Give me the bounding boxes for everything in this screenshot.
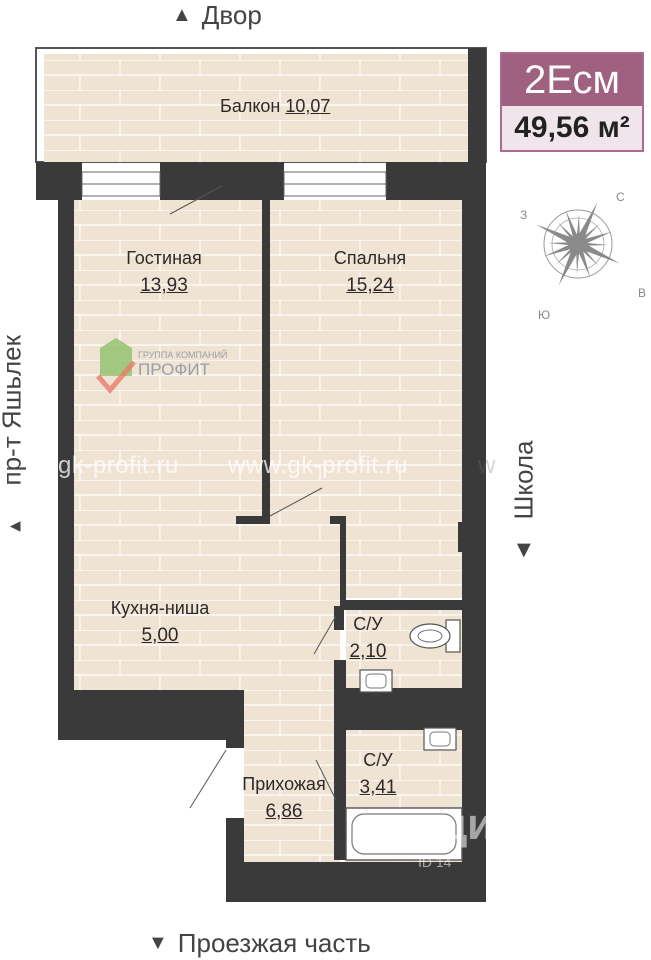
room-balcony-name: Балкон bbox=[220, 96, 281, 116]
compass-north: С bbox=[616, 190, 625, 204]
room-bedroom-area: 15,24 bbox=[346, 275, 394, 296]
apartment-type: 2Есм bbox=[502, 54, 642, 106]
cian-watermark: циан bbox=[440, 800, 546, 849]
direction-bottom-label: Проезжая часть bbox=[177, 928, 371, 958]
arrow-up-icon: ▲ bbox=[172, 4, 192, 26]
room-balcony-area: 10,07 bbox=[285, 96, 331, 116]
room-living-name: Гостиная bbox=[126, 248, 202, 268]
living-kitchen-floor bbox=[74, 200, 268, 690]
room-bath1-name: С/У bbox=[353, 614, 383, 634]
apartment-total-area: 49,56 м² bbox=[502, 106, 642, 150]
room-kitchen: Кухня-ниша 5,00 bbox=[90, 598, 230, 647]
watermark-right: w bbox=[478, 452, 496, 479]
toilet-icon bbox=[409, 619, 461, 653]
sink-icon bbox=[359, 669, 393, 693]
cian-id: ID 14 bbox=[418, 854, 452, 870]
walls bbox=[36, 162, 486, 902]
compass-east: В bbox=[638, 286, 647, 300]
room-hall-name: Прихожая bbox=[242, 774, 326, 794]
arrow-down-icon: ▼ bbox=[148, 932, 168, 954]
room-bath2-name: С/У bbox=[363, 750, 393, 770]
room-living: Гостиная 13,93 bbox=[104, 248, 224, 297]
corridor-floor bbox=[244, 522, 340, 862]
apartment-badge: 2Есм 49,56 м² bbox=[500, 52, 644, 152]
bedroom-lower-floor bbox=[346, 522, 462, 598]
room-hall-area: 6,86 bbox=[265, 801, 303, 822]
door-lines bbox=[169, 185, 337, 809]
compass-west: З bbox=[520, 208, 528, 222]
direction-bottom: ▼ Проезжая часть bbox=[148, 928, 371, 959]
profit-logo-icon bbox=[96, 338, 136, 394]
room-bath2: С/У 3,41 bbox=[352, 750, 404, 799]
room-bedroom: Спальня 15,24 bbox=[310, 248, 430, 297]
compass-south: Ю bbox=[538, 308, 551, 322]
bathtub-icon bbox=[345, 807, 463, 861]
direction-top-label: Двор bbox=[201, 0, 262, 30]
room-bath2-area: 3,41 bbox=[359, 777, 397, 798]
sink-icon-2 bbox=[423, 727, 457, 751]
logo-line1: ГРУППА КОМПАНИЙ bbox=[138, 350, 228, 360]
room-hall: Прихожая 6,86 bbox=[226, 774, 342, 823]
windows bbox=[81, 171, 387, 197]
logo-line2: ПРОФИТ bbox=[138, 360, 210, 379]
balcony-area bbox=[35, 47, 487, 202]
room-kitchen-name: Кухня-ниша bbox=[110, 598, 210, 618]
room-balcony: Балкон 10,07 bbox=[220, 96, 330, 117]
direction-top: ▲ Двор bbox=[172, 0, 262, 31]
compass-rose-icon bbox=[536, 202, 620, 286]
room-bedroom-name: Спальня bbox=[333, 248, 407, 268]
room-bath1: С/У 2,10 bbox=[342, 614, 394, 663]
watermark-left: gk-profit.ru bbox=[58, 452, 179, 479]
bedroom-floor bbox=[270, 200, 462, 522]
room-kitchen-area: 5,00 bbox=[141, 625, 179, 646]
room-bath1-area: 2,10 bbox=[349, 641, 387, 662]
watermark-center: www.gk-profit.ru bbox=[228, 452, 409, 479]
room-living-area: 13,93 bbox=[140, 275, 188, 296]
